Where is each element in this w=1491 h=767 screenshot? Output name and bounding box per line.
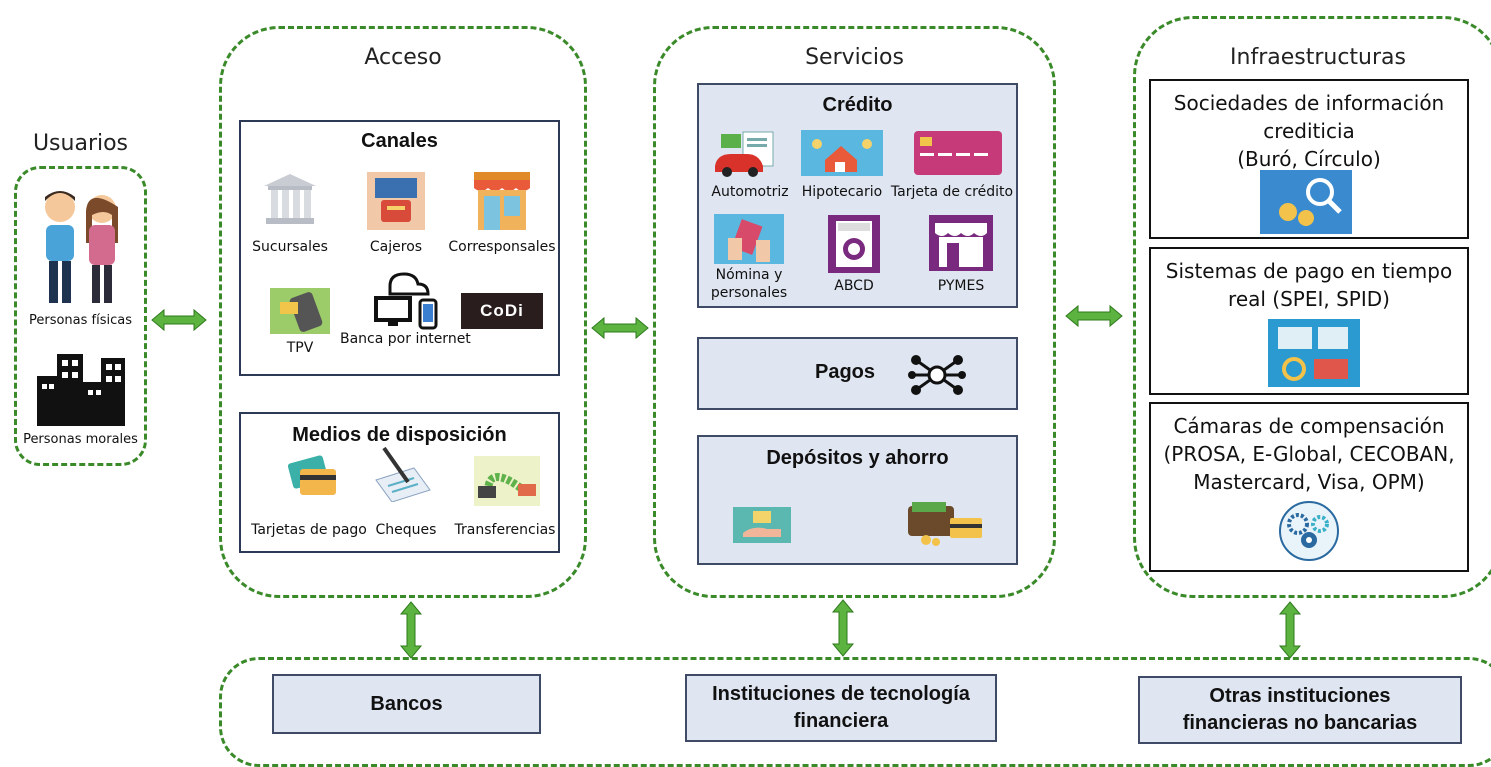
payroll-icon: [714, 214, 784, 264]
buildings-icon: [37, 354, 125, 426]
transfer-icon: [474, 456, 540, 506]
codi-logo: CoDi: [461, 293, 543, 329]
tarjetas-pago-label: Tarjetas de pago: [251, 522, 367, 538]
depositos-title: Depósitos y ahorro: [766, 447, 949, 469]
camaras-box: Cámaras de compensación (PROSA, E-Global…: [1149, 402, 1469, 572]
otras-box: Otras instituciones financieras no banca…: [1138, 676, 1462, 744]
acceso-title: Acceso: [364, 45, 442, 70]
payment-cards-icon: [288, 455, 336, 495]
savings-hand-icon: [733, 507, 791, 543]
appliance-icon: [828, 215, 880, 273]
sic-text: Sociedades de información crediticia (Bu…: [1173, 91, 1445, 171]
arrow-usuarios-acceso: [151, 308, 207, 332]
itf-box: Instituciones de tecnología financiera: [685, 674, 997, 742]
canales-title: Canales: [361, 130, 438, 152]
cajeros-label: Cajeros: [369, 239, 423, 255]
arrow-infra-otras: [1278, 601, 1302, 659]
online-banking-icon: [374, 272, 438, 330]
tarjeta-credito-label: Tarjeta de crédito: [890, 184, 1014, 200]
depositos-box: Depósitos y ahorro: [697, 435, 1018, 565]
credit-card-icon: [914, 131, 1002, 175]
payment-system-icon: [1268, 319, 1360, 387]
usuarios-title: Usuarios: [32, 131, 129, 156]
medios-title: Medios de disposición: [292, 424, 507, 446]
arrow-servicios-itf: [831, 599, 855, 657]
infra-group: [1133, 16, 1491, 598]
automotriz-label: Automotriz: [711, 184, 789, 200]
arrow-servicios-infra: [1065, 304, 1123, 328]
servicios-group: [653, 26, 1056, 598]
bank-icon: [264, 174, 316, 224]
car-loan-icon: [715, 131, 774, 177]
camaras-text: Cámaras de compensación (PROSA, E-Global…: [1163, 414, 1455, 494]
sucursales-label: Sucursales: [252, 239, 328, 255]
acceso-group: [219, 26, 587, 598]
store-icon: [474, 172, 530, 230]
pymes-label: PYMES: [937, 278, 985, 294]
cheques-label: Cheques: [375, 522, 437, 538]
credito-title: Crédito: [822, 94, 893, 116]
pos-terminal-icon: [270, 288, 330, 334]
banca-internet-label: Banca por internet: [340, 331, 471, 347]
credit-info-icon: [1260, 170, 1352, 234]
servicios-title: Servicios: [805, 45, 904, 70]
codi-logo-text: CoDi: [480, 301, 524, 320]
tpv-label: TPV: [286, 340, 314, 356]
mortgage-icon: [801, 130, 883, 176]
hipotecario-label: Hipotecario: [801, 184, 883, 200]
corresponsales-label: Corresponsales: [448, 239, 556, 255]
wallet-icon: [908, 502, 982, 546]
pagos-label: Pagos: [815, 361, 876, 383]
bancos-box: Bancos: [272, 674, 541, 734]
personas-morales-label: Personas morales: [23, 432, 138, 447]
abcd-label: ABCD: [834, 278, 874, 294]
nomina-label: Nómina y personales: [710, 267, 788, 301]
arrow-acceso-bancos: [399, 601, 423, 659]
atm-icon: [367, 172, 425, 230]
cheque-icon: [375, 446, 431, 502]
network-icon: [908, 355, 966, 395]
infra-title: Infraestructuras: [1230, 45, 1406, 70]
personas-fisicas-label: Personas físicas: [28, 313, 133, 328]
spei-text: Sistemas de pago en tiempo real (SPEI, S…: [1165, 259, 1453, 311]
usuarios-group: [14, 166, 147, 466]
arrow-acceso-servicios: [591, 316, 649, 340]
sme-icon: [929, 215, 993, 271]
people-icon: [45, 191, 118, 303]
transferencias-label: Transferencias: [454, 522, 556, 538]
clearing-gears-icon: [1279, 501, 1339, 561]
